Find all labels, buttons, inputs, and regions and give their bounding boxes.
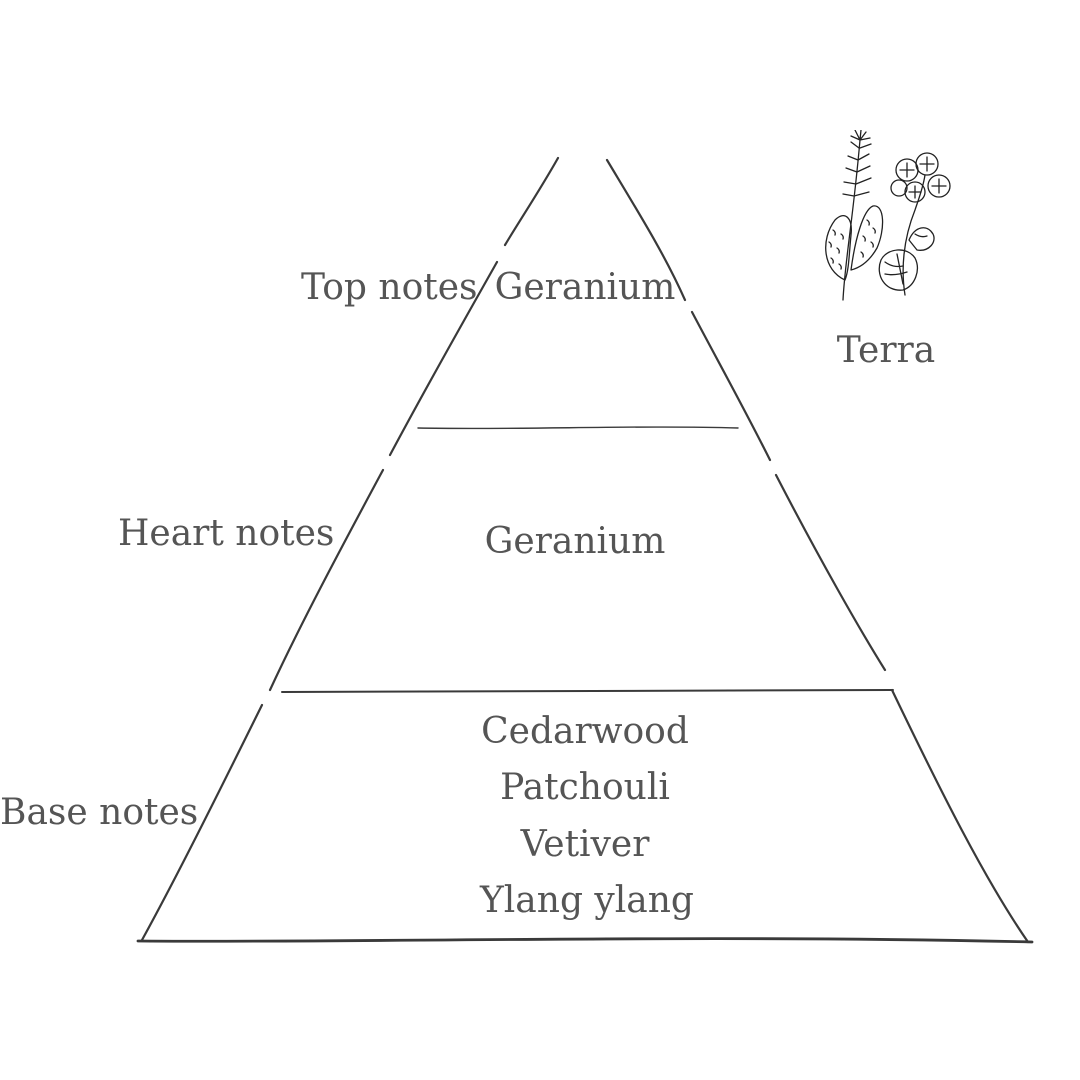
note-base-3: Vetiver <box>521 827 650 863</box>
pyramid-base-line <box>138 939 1032 942</box>
note-top-1: Geranium <box>495 270 676 306</box>
botanical-sprig-geranium-icon <box>815 130 955 305</box>
tier-label-heart: Heart notes <box>118 516 334 552</box>
note-base-2: Patchouli <box>500 770 670 806</box>
tier-label-base: Base notes <box>0 795 198 831</box>
tier-divider-heart <box>282 690 893 692</box>
note-heart-1: Geranium <box>485 524 666 560</box>
note-base-4: Ylang ylang <box>480 883 694 919</box>
note-base-1: Cedarwood <box>481 714 689 750</box>
tier-label-top: Top notes <box>301 270 477 306</box>
product-name: Terra <box>837 333 935 369</box>
tier-divider-top <box>418 427 738 428</box>
